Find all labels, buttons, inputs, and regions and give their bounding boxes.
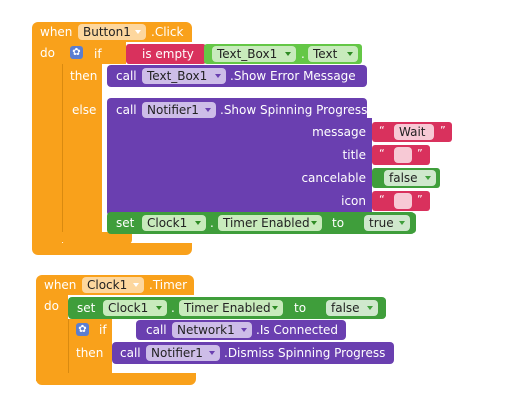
event-body-rail xyxy=(32,42,62,245)
call-label: call xyxy=(120,346,141,360)
param-icon-label: icon xyxy=(341,194,366,208)
gear-icon[interactable]: ✿ xyxy=(70,46,83,59)
open-quote: “ xyxy=(379,147,385,160)
component-dropdown-notifier1[interactable]: Notifier1 xyxy=(142,102,216,118)
param-title-label: title xyxy=(342,148,366,162)
else-label: else xyxy=(72,103,97,117)
if-label: if xyxy=(94,47,102,61)
do-label: do xyxy=(44,299,59,313)
close-quote: ” xyxy=(417,147,423,160)
event-name: .Timer xyxy=(149,278,188,292)
method-name-dismiss-spinning: .Dismiss Spinning Progress xyxy=(224,346,386,360)
when-label: when xyxy=(40,25,73,39)
title-text-field[interactable] xyxy=(394,147,412,163)
event-body-rail xyxy=(36,295,68,381)
dot-separator: . xyxy=(301,47,305,61)
event-footer xyxy=(32,243,192,255)
component-dropdown-clock1[interactable]: Clock1 xyxy=(103,300,167,316)
boolean-dropdown-false[interactable]: false xyxy=(384,170,436,186)
event-footer xyxy=(36,373,196,385)
to-label: to xyxy=(294,301,307,315)
if-label: if xyxy=(99,323,107,337)
property-dropdown-timer-enabled[interactable]: Timer Enabled xyxy=(218,215,322,231)
when-label: when xyxy=(44,278,77,292)
dot-separator: . xyxy=(171,301,175,315)
property-dropdown-text[interactable]: Text xyxy=(308,46,358,62)
open-quote: “ xyxy=(379,124,385,137)
dot-separator: . xyxy=(210,216,214,230)
close-quote: ” xyxy=(417,193,423,206)
call-label: call xyxy=(116,103,137,117)
event-name: .Click xyxy=(151,25,184,39)
property-dropdown-timer-enabled[interactable]: Timer Enabled xyxy=(179,300,283,316)
icon-text-field[interactable] xyxy=(394,193,412,209)
component-dropdown-button1[interactable]: Button1 xyxy=(78,24,146,40)
gear-icon[interactable]: ✿ xyxy=(76,323,89,336)
do-label: do xyxy=(40,46,55,60)
is-empty-label: is empty xyxy=(142,47,194,61)
to-label: to xyxy=(332,216,345,230)
set-label: set xyxy=(77,301,96,315)
message-text-field[interactable]: Wait xyxy=(394,124,434,140)
method-name-show-spinning: .Show Spinning Progress xyxy=(220,103,368,117)
call-label: call xyxy=(116,69,137,83)
is-empty-block[interactable] xyxy=(126,44,206,64)
method-name-is-connected: .Is Connected xyxy=(256,323,339,337)
call-show-spinning-progress-right xyxy=(360,118,372,216)
method-name-show-error: .Show Error Message xyxy=(230,69,356,83)
call-label: call xyxy=(146,323,167,337)
if-footer xyxy=(62,232,132,244)
component-dropdown-textbox1[interactable]: Text_Box1 xyxy=(212,46,296,62)
boolean-dropdown-true[interactable]: true xyxy=(364,215,410,231)
then-label: then xyxy=(70,69,98,83)
component-dropdown-clock1[interactable]: Clock1 xyxy=(142,215,206,231)
open-quote: “ xyxy=(379,193,385,206)
then-label: then xyxy=(76,346,104,360)
boolean-dropdown-false[interactable]: false xyxy=(326,300,378,316)
param-cancelable-label: cancelable xyxy=(301,171,366,185)
component-dropdown-clock1-event[interactable]: Clock1 xyxy=(82,277,144,293)
close-quote: ” xyxy=(440,124,446,137)
if-then-else-block[interactable] xyxy=(62,42,102,242)
if-then-block[interactable] xyxy=(68,319,112,373)
set-label: set xyxy=(116,216,135,230)
component-dropdown-network1[interactable]: Network1 xyxy=(172,322,252,338)
param-message-label: message xyxy=(312,125,366,139)
component-dropdown-textbox1-call[interactable]: Text_Box1 xyxy=(142,68,226,84)
component-dropdown-notifier1[interactable]: Notifier1 xyxy=(146,345,220,361)
